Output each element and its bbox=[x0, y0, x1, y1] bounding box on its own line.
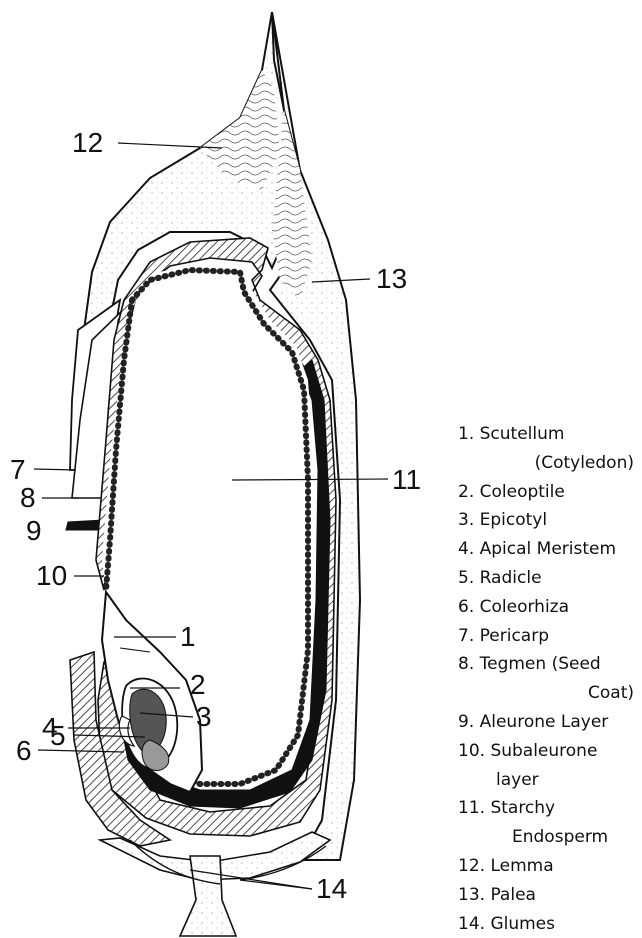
callout-12: 12 bbox=[72, 127, 103, 158]
legend-item: 13. Palea bbox=[458, 881, 642, 910]
legend-item: 4. Apical Meristem bbox=[458, 535, 642, 564]
callout-13: 13 bbox=[376, 263, 407, 294]
legend-item: 1. Scutellum (Cotyledon) bbox=[458, 420, 642, 478]
callout-2: 2 bbox=[190, 669, 206, 700]
legend-item-text: 13. Palea bbox=[458, 885, 536, 905]
legend-item-text: 12. Lemma bbox=[458, 856, 554, 876]
legend: 1. Scutellum (Cotyledon) 2. Coleoptile 3.… bbox=[458, 420, 642, 938]
legend-item-text: 3. Epicotyl bbox=[458, 510, 547, 530]
legend-item-cont: Coat) bbox=[458, 679, 642, 708]
leader-11 bbox=[232, 479, 388, 480]
legend-item: 6. Coleorhiza bbox=[458, 593, 642, 622]
legend-item: 7. Pericarp bbox=[458, 622, 642, 651]
callout-3: 3 bbox=[196, 701, 212, 732]
legend-item-text: 6. Coleorhiza bbox=[458, 597, 569, 617]
callout-14: 14 bbox=[316, 873, 347, 904]
legend-item: 10. Subaleurone layer bbox=[458, 737, 642, 795]
legend-item-text: 11. Starchy bbox=[458, 798, 555, 818]
legend-item-cont: Endosperm bbox=[458, 823, 642, 852]
legend-item-text: 5. Radicle bbox=[458, 568, 542, 588]
legend-item: 14. Glumes bbox=[458, 910, 642, 938]
callout-8: 8 bbox=[20, 482, 36, 513]
callout-9: 9 bbox=[26, 515, 42, 546]
legend-item-cont: layer bbox=[458, 766, 642, 795]
legend-item-text: 10. Subaleurone bbox=[458, 741, 597, 761]
legend-item-text: 2. Coleoptile bbox=[458, 482, 565, 502]
legend-item-cont: (Cotyledon) bbox=[458, 449, 642, 478]
legend-item: 5. Radicle bbox=[458, 564, 642, 593]
legend-item: 3. Epicotyl bbox=[458, 506, 642, 535]
callout-10: 10 bbox=[36, 560, 67, 591]
legend-item: 12. Lemma bbox=[458, 852, 642, 881]
legend-item: 2. Coleoptile bbox=[458, 478, 642, 507]
legend-item-text: 7. Pericarp bbox=[458, 626, 549, 646]
legend-item-text: 14. Glumes bbox=[458, 914, 555, 934]
callout-6: 6 bbox=[16, 735, 32, 766]
legend-item-text: 8. Tegmen (Seed bbox=[458, 654, 601, 674]
callout-1: 1 bbox=[180, 621, 196, 652]
legend-item-text: 9. Aleurone Layer bbox=[458, 712, 608, 732]
legend-item: 9. Aleurone Layer bbox=[458, 708, 642, 737]
leader-14b bbox=[240, 880, 312, 889]
callout-11: 11 bbox=[392, 464, 421, 495]
legend-item-text: 1. Scutellum bbox=[458, 424, 564, 444]
callout-7: 7 bbox=[10, 454, 26, 485]
legend-item-text: 4. Apical Meristem bbox=[458, 539, 616, 559]
callout-5: 5 bbox=[50, 720, 66, 751]
